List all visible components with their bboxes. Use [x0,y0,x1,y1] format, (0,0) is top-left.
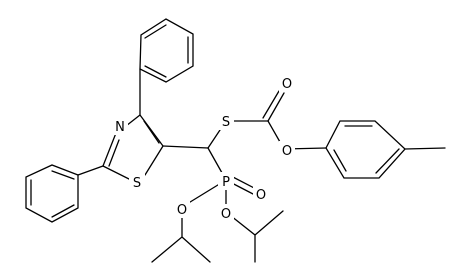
atom-oxygen-left-isopropoxy: O [177,203,187,218]
top-phenyl-inner-bonds [144,24,189,78]
atom-oxygen-phosphoryl: O [256,188,266,203]
bond-thiazole-phenyl [77,165,104,176]
bond-layer [25,18,446,263]
thiazole-double-bonds [108,120,160,167]
atom-sulfur-thioester: S [222,115,230,130]
bond-c-o-double-2 [262,90,280,119]
right-isopropyl [225,210,284,263]
atom-sulfur-thiazole: S [133,176,141,191]
atom-oxygen-carbonyl: O [282,77,292,92]
bond-tolyl-methyl [404,147,446,150]
atom-oxygen-right-isopropoxy: O [221,207,231,222]
atom-phosphorus: P [222,175,230,190]
tolyl-inner-bonds [333,125,400,174]
tolyl-ring [325,120,406,179]
thiazole-ring-bonds [102,114,164,180]
atom-label-layer: N S S O O P O O O [112,74,295,222]
atom-nitrogen: N [115,120,125,135]
bond-thiazole-ch [162,145,209,149]
left-phenyl-ring [25,164,79,223]
atom-oxygen-ester: O [282,144,292,159]
bond-c-o-double-1 [267,92,285,122]
top-phenyl-ring [139,18,194,83]
left-phenyl-inner-bonds [30,170,75,218]
